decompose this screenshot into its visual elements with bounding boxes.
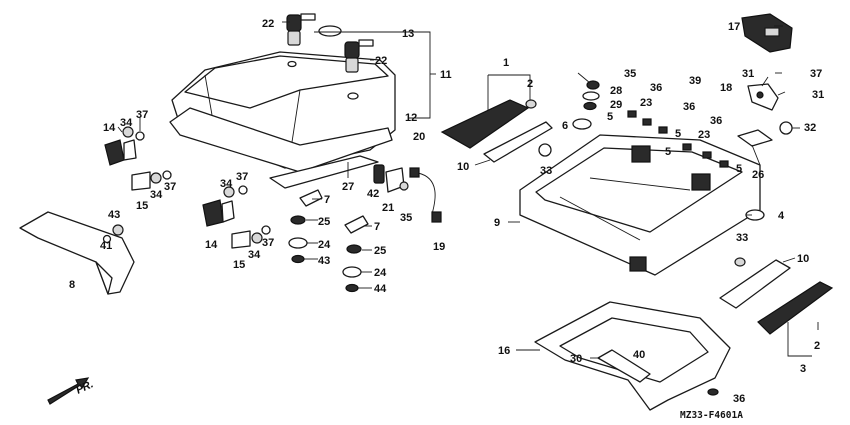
leader-lines (117, 21, 819, 359)
tail-light-lower (719, 257, 834, 335)
callout-27: 27 (342, 181, 354, 193)
lid-seal (169, 107, 393, 189)
hinge-bracket-lower (202, 185, 271, 249)
hinge-bracket-upper (104, 126, 172, 191)
callout-36c: 36 (683, 101, 695, 113)
tail-light-upper (440, 99, 553, 163)
callout-37d: 37 (262, 237, 274, 249)
callout-34c: 34 (220, 178, 233, 190)
callout-43b: 44 (374, 283, 387, 295)
callout-7a: 7 (324, 194, 330, 206)
callout-5b: 5 (675, 128, 681, 140)
lid-stay-parts (288, 189, 369, 293)
callout-13: 13 (402, 28, 414, 40)
front-direction-arrow (47, 377, 90, 405)
callout-24a: 24 (318, 239, 331, 251)
callout-31a: 31 (742, 68, 754, 80)
callout-32: 32 (804, 122, 816, 134)
callout-18: 20 (413, 131, 425, 143)
callout-7b: 7 (374, 221, 380, 233)
lock-cylinder-lower (344, 39, 374, 73)
callout-25b: 25 (374, 245, 386, 257)
trunk-hardware (538, 80, 765, 221)
callout-25a: 25 (318, 216, 330, 228)
trunk-body (519, 134, 761, 276)
callout-38: 39 (689, 75, 701, 87)
callout-34a: 34 (120, 117, 133, 129)
callout-5a: 5 (607, 111, 613, 123)
callout-20: 17 (728, 21, 740, 33)
callout-11: 11 (440, 69, 452, 81)
callout-37c: 37 (236, 171, 248, 183)
callout-14a: 14 (103, 122, 116, 134)
callout-8: 8 (69, 279, 75, 291)
callout-21: 18 (720, 82, 732, 94)
callout-15a: 15 (136, 200, 148, 212)
callout-33b: 33 (736, 232, 748, 244)
callout-1: 1 (503, 57, 509, 69)
callout-22b: 22 (375, 55, 387, 67)
callout-15b: 15 (233, 259, 245, 271)
callout-36b: 36 (650, 82, 662, 94)
callout-41: 42 (367, 188, 379, 200)
lock-cylinder-upper (286, 13, 316, 46)
callout-36d: 36 (710, 115, 722, 127)
callout-35b: 36 (733, 393, 745, 405)
callout-5c: 5 (665, 146, 671, 158)
callout-40: 41 (100, 240, 112, 252)
light-switch-wiring (373, 164, 442, 223)
callout-33a: 33 (540, 165, 552, 177)
callout-10b: 10 (797, 253, 809, 265)
hinge-plate (737, 83, 793, 147)
callout-10a: 10 (457, 161, 469, 173)
callout-37b: 37 (164, 181, 176, 193)
callout-37a: 37 (136, 109, 148, 121)
callout-4: 4 (778, 210, 785, 222)
callout-39: 40 (633, 349, 645, 361)
callout-22a: 22 (262, 18, 274, 30)
callout-17: 19 (433, 241, 445, 253)
callout-16: 16 (498, 345, 510, 357)
callout-36a: 35 (624, 68, 636, 80)
callout-29: 29 (610, 99, 622, 111)
callout-3: 3 (800, 363, 806, 375)
callout-14b: 14 (205, 239, 218, 251)
callout-5d: 5 (736, 163, 742, 175)
callout-35a: 35 (400, 212, 412, 224)
callout-42: 43 (108, 209, 120, 221)
drawing-code: MZ33-F4601A (680, 410, 743, 421)
callout-34b: 34 (150, 189, 163, 201)
callout-2a: 2 (527, 78, 533, 90)
callout-6: 6 (562, 120, 568, 132)
callout-37e: 37 (810, 68, 822, 80)
lock-bracket (741, 13, 793, 53)
callout-26: 26 (752, 169, 764, 181)
lock-cap (318, 25, 342, 37)
callout-23a: 23 (640, 97, 652, 109)
callout-23b: 23 (698, 129, 710, 141)
callout-30: 30 (570, 353, 582, 365)
callout-43a: 43 (318, 255, 330, 267)
base-tray (534, 301, 731, 411)
backrest-pad (19, 211, 135, 295)
callouts: 22 22 13 11 12 27 14 34 37 34 37 15 34 3… (69, 18, 824, 405)
callout-34d: 34 (248, 249, 261, 261)
callout-28: 28 (610, 85, 622, 97)
callout-9: 9 (494, 217, 500, 229)
callout-24b: 24 (374, 267, 387, 279)
callout-19: 21 (382, 202, 394, 214)
callout-12: 12 (405, 112, 417, 124)
callout-2b: 2 (814, 340, 820, 352)
callout-31b: 31 (812, 89, 824, 101)
